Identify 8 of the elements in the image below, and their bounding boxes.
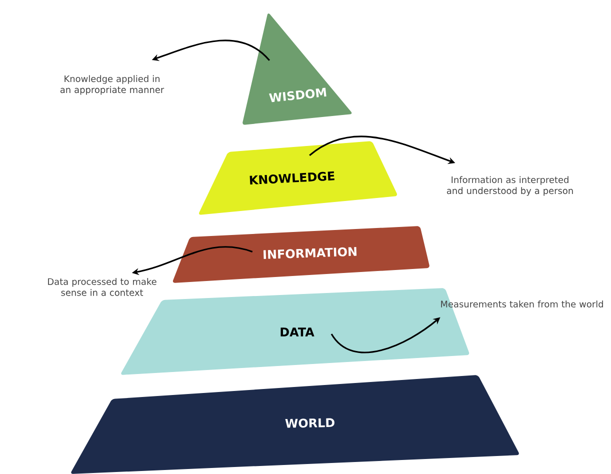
- annotation-text: Information as interpreted and understood by a person: [446, 176, 573, 196]
- annotation-text: Data processed to make sense in a context: [48, 278, 156, 296]
- pyramid-layer: INFORMATION: [172, 226, 430, 283]
- annotation-text: Knowledge applied in an appropriate manner: [60, 75, 164, 95]
- pyramid-layer: WORLD: [71, 375, 519, 474]
- annotation-text: Measurements taken from the world: [441, 300, 603, 308]
- wisdom-triangle: WISDOM: [242, 14, 352, 125]
- pyramid-layer: KNOWLEDGE: [199, 141, 397, 215]
